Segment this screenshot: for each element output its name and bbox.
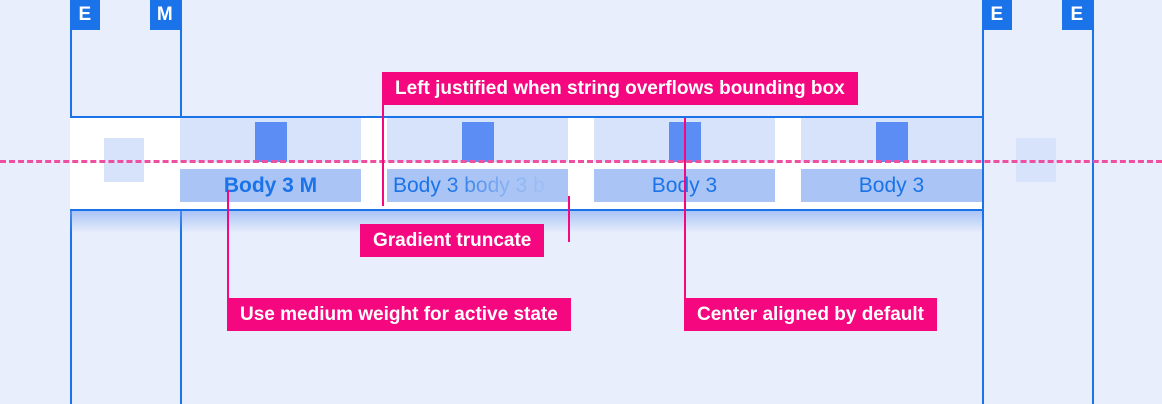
tab-4-label: Body 3: [858, 174, 925, 197]
guide-right-margin: [982, 0, 984, 404]
leader-center-aligned: [684, 118, 686, 302]
tab-2-icon-band: [387, 118, 568, 162]
tab-2-label: Body 3 body 3 b: [393, 174, 545, 197]
callout-overflow: Left justified when string overflows bou…: [382, 72, 858, 105]
guide-right-edge: [1092, 0, 1094, 404]
callout-medium-weight: Use medium weight for active state: [227, 298, 571, 331]
tab-1-label: Body 3 M: [223, 174, 318, 197]
callout-center-aligned: Center aligned by default: [684, 298, 937, 331]
badge-edge-left-outer: E: [70, 0, 100, 30]
badge-edge-right-outer: E: [1062, 0, 1092, 30]
tab-1-label-band: Body 3 M: [180, 169, 361, 202]
tab-1-icon-placeholder-icon: [254, 122, 287, 162]
tab-4-icon-placeholder-icon: [875, 122, 908, 162]
vertical-center-baseline: [0, 160, 1162, 163]
badge-edge-right-inner: E: [982, 0, 1012, 30]
tab-2-icon-placeholder-icon: [461, 122, 494, 162]
callout-gradient-truncate: Gradient truncate: [360, 224, 545, 257]
tab-1-icon-band: [180, 118, 361, 162]
tab-2-label-band: Body 3 body 3 b: [387, 169, 568, 202]
tab-item-2-overflow[interactable]: Body 3 body 3 b: [387, 118, 568, 209]
leader-overflow: [382, 72, 384, 206]
tab-4-icon-band: [801, 118, 982, 162]
leader-medium-weight: [227, 190, 229, 300]
tab-item-1-active[interactable]: Body 3 M: [180, 118, 361, 209]
leader-gradient: [568, 196, 570, 242]
tab-4-label-band: Body 3: [801, 169, 982, 202]
tab-strip: Body 3 M Body 3 body 3 b Body 3: [180, 118, 982, 209]
badge-margin-left: M: [150, 0, 180, 30]
tab-item-4[interactable]: Body 3: [801, 118, 982, 209]
